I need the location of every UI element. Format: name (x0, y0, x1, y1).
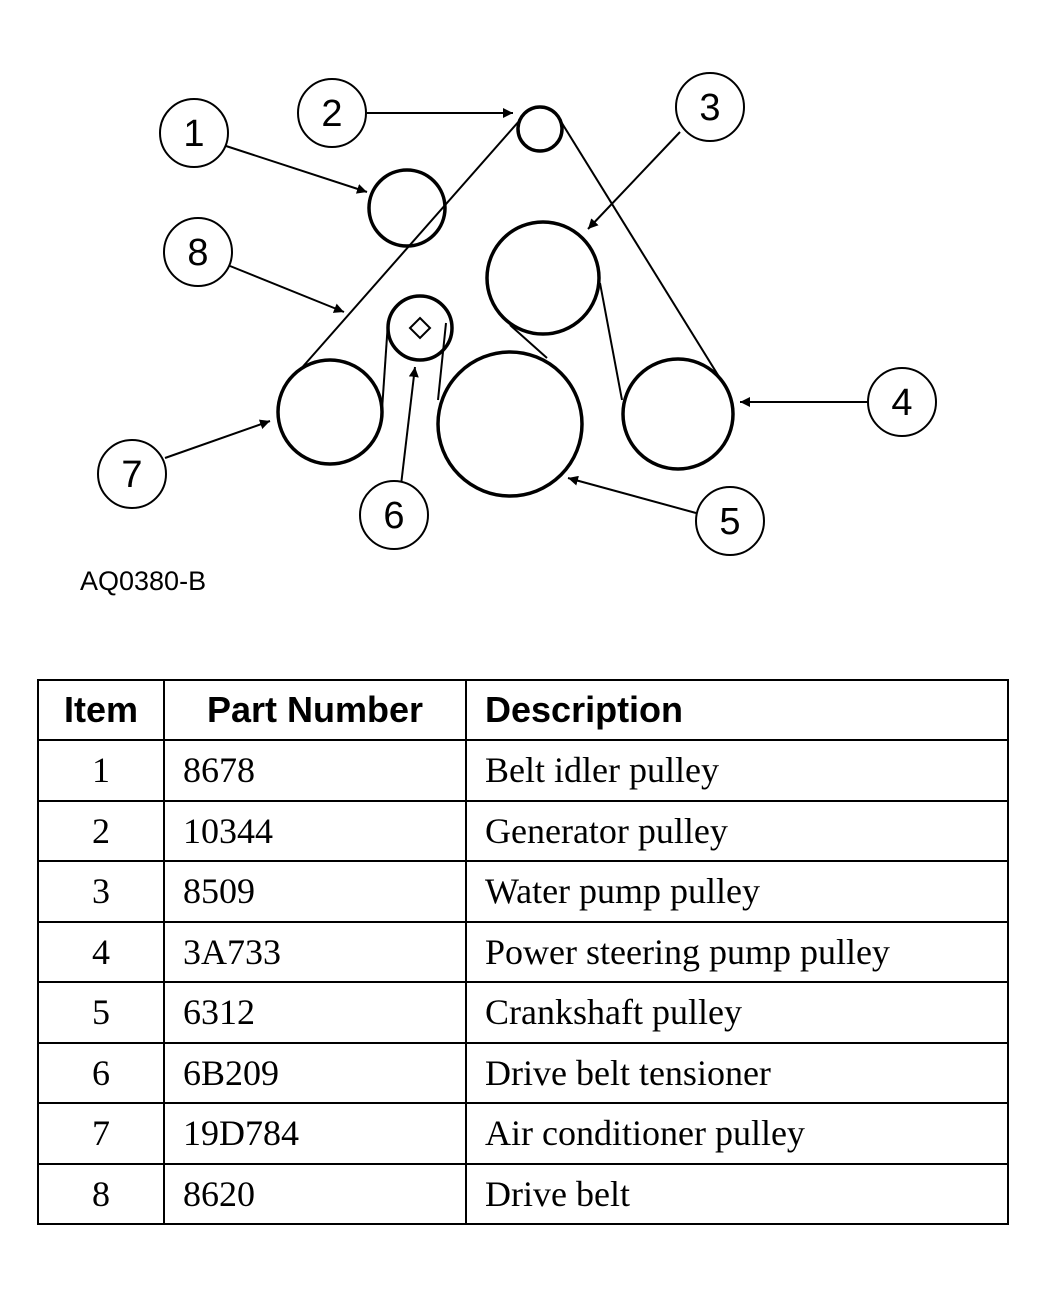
callout-2: 2 (297, 78, 367, 148)
water-pump-pulley (485, 220, 601, 336)
part-number-cell: 8620 (163, 1162, 467, 1225)
description-cell: Air conditioner pulley (465, 1102, 1009, 1165)
leader-5 (567, 475, 697, 514)
part-number-cell: 10344 (163, 799, 467, 862)
parts-table: Item Part Number Description 1 8678 Belt… (37, 679, 1009, 1225)
part-number-cell: 6312 (163, 981, 467, 1044)
callout-8: 8 (163, 217, 233, 287)
part-number-cell: 3A733 (163, 920, 467, 983)
header-description: Description (465, 679, 1009, 741)
part-number-cell: 19D784 (163, 1102, 467, 1165)
header-part-number: Part Number (163, 679, 467, 741)
description-cell: Crankshaft pulley (465, 981, 1009, 1044)
crankshaft-pulley (436, 350, 584, 498)
callout-2-label: 2 (321, 93, 342, 135)
description-cell: Generator pulley (465, 799, 1009, 862)
item-cell: 7 (37, 1102, 165, 1165)
power-steering-pump-pulley (621, 357, 735, 471)
leader-1 (225, 145, 368, 194)
callout-6-label: 6 (383, 495, 404, 537)
leader-7 (164, 419, 271, 459)
header-item: Item (37, 679, 165, 741)
tensioner-square-socket (408, 316, 432, 340)
table-row: 3 8509 Water pump pulley (37, 860, 1009, 923)
callout-1: 1 (159, 98, 229, 168)
callout-6: 6 (359, 480, 429, 550)
table-row: 2 10344 Generator pulley (37, 799, 1009, 862)
description-cell: Belt idler pulley (465, 739, 1009, 802)
table-header-row: Item Part Number Description (37, 679, 1009, 741)
item-cell: 3 (37, 860, 165, 923)
description-cell: Drive belt tensioner (465, 1041, 1009, 1104)
item-cell: 6 (37, 1041, 165, 1104)
drive-belt (298, 119, 727, 411)
table-row: 8 8620 Drive belt (37, 1162, 1009, 1225)
callout-7-label: 7 (121, 454, 142, 496)
item-cell: 4 (37, 920, 165, 983)
callout-1-label: 1 (183, 113, 204, 155)
callout-3: 3 (675, 72, 745, 142)
callout-7: 7 (97, 439, 167, 509)
callout-8-label: 8 (187, 232, 208, 274)
belt-routing-diagram: 1 2 3 4 5 6 7 8 (97, 72, 937, 556)
table-row: 4 3A733 Power steering pump pulley (37, 920, 1009, 983)
callout-4: 4 (867, 367, 937, 437)
callout-3-label: 3 (699, 87, 720, 129)
item-cell: 8 (37, 1162, 165, 1225)
table-row: 1 8678 Belt idler pulley (37, 739, 1009, 802)
callout-4-label: 4 (891, 382, 912, 424)
generator-pulley (516, 105, 564, 153)
leader-3 (587, 131, 681, 230)
item-cell: 5 (37, 981, 165, 1044)
belt-idler-pulley (367, 168, 447, 248)
description-cell: Water pump pulley (465, 860, 1009, 923)
item-cell: 1 (37, 739, 165, 802)
leader-8 (229, 265, 345, 313)
part-number-cell: 8678 (163, 739, 467, 802)
air-conditioner-pulley (276, 358, 384, 466)
table-row: 5 6312 Crankshaft pulley (37, 981, 1009, 1044)
item-cell: 2 (37, 799, 165, 862)
table-row: 6 6B209 Drive belt tensioner (37, 1041, 1009, 1104)
callout-5-label: 5 (719, 501, 740, 543)
callout-5: 5 (695, 486, 765, 556)
part-number-cell: 8509 (163, 860, 467, 923)
figure-id: AQ0380-B (80, 566, 207, 596)
description-cell: Power steering pump pulley (465, 920, 1009, 983)
description-cell: Drive belt (465, 1162, 1009, 1225)
part-number-cell: 6B209 (163, 1041, 467, 1104)
leader-6 (400, 366, 419, 486)
table-row: 7 19D784 Air conditioner pulley (37, 1102, 1009, 1165)
